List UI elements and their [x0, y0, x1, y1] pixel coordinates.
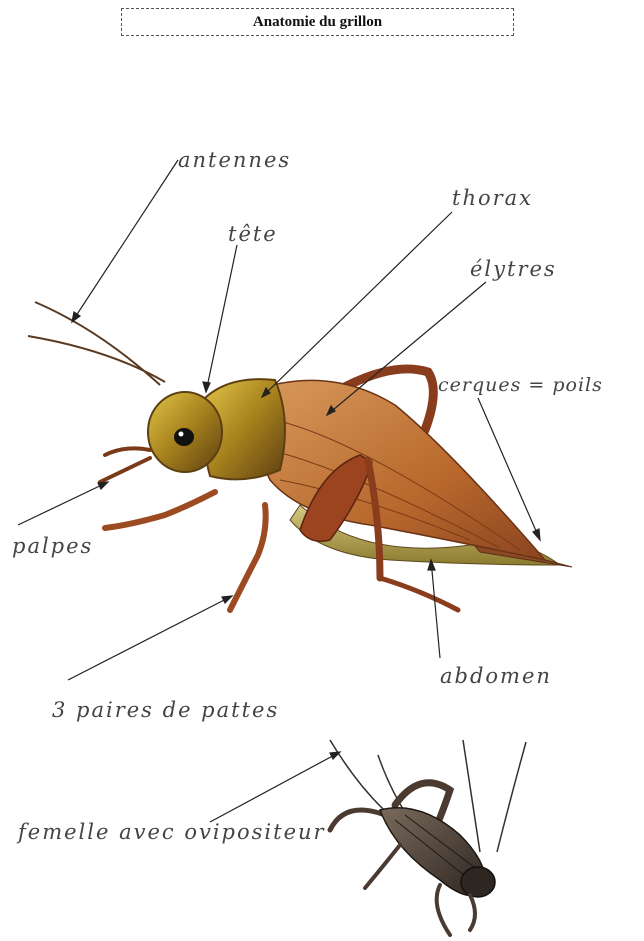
female-cricket-illustration	[330, 740, 526, 935]
label-thorax: thorax	[452, 186, 533, 210]
label-femelle: femelle avec ovipositeur	[18, 820, 326, 844]
label-tete: tête	[228, 222, 278, 246]
label-antennes: antennes	[178, 148, 291, 172]
label-pattes: 3 paires de pattes	[52, 698, 279, 722]
label-cerques: cerques = poils	[438, 374, 603, 396]
leader-palpes	[18, 482, 108, 525]
arrowhead-pattes	[222, 596, 232, 603]
label-palpes: palpes	[12, 534, 93, 558]
label-elytres: élytres	[470, 257, 557, 281]
arrowhead-cerques	[533, 529, 540, 540]
arrowhead-palpes	[98, 482, 108, 489]
label-abdomen: abdomen	[440, 664, 552, 688]
leader-femelle	[210, 752, 340, 822]
cricket-illustration	[28, 302, 572, 610]
leader-pattes	[68, 596, 232, 680]
leader-abdomen	[431, 560, 440, 658]
leader-tete	[206, 245, 237, 392]
arrowhead-femelle	[330, 752, 340, 759]
arrowhead-tete	[203, 382, 210, 392]
arrowhead-antennes	[72, 312, 80, 322]
leader-antennes	[72, 160, 178, 322]
